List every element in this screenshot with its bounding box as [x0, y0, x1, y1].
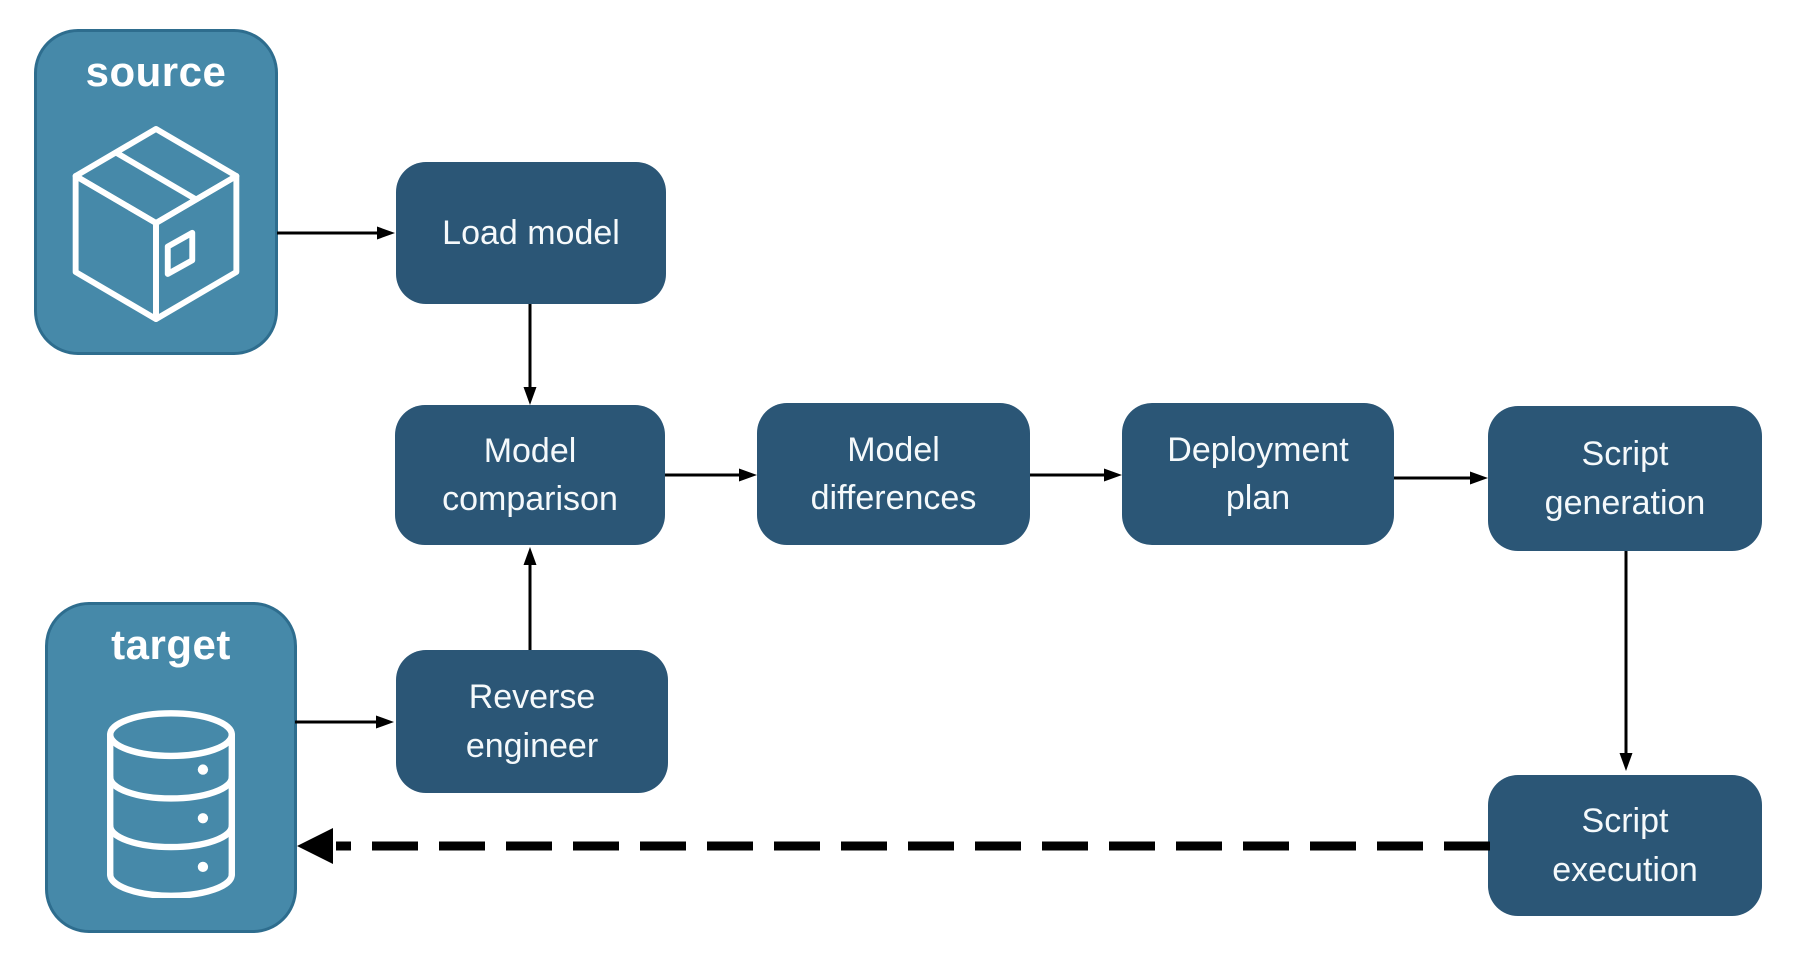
arrow-script-execution-to-target-dashed	[297, 828, 1490, 864]
arrow-source-to-load-model	[277, 226, 395, 240]
node-label: Script execution	[1552, 802, 1698, 889]
node-label: Script generation	[1544, 435, 1706, 522]
arrow-target-to-reverse-engineer	[295, 715, 394, 729]
node-label: Deployment plan	[1167, 430, 1349, 517]
source-endpoint: source	[34, 29, 278, 355]
node-label: Model comparison	[442, 431, 618, 518]
arrow-load-model-to-model-comparison	[523, 304, 537, 405]
node-load-model: Load model	[396, 162, 666, 304]
target-label: target	[111, 621, 231, 668]
package-icon-svg	[72, 126, 240, 322]
node-label: Load model	[442, 213, 620, 252]
database-icon-svg	[107, 709, 235, 898]
database-icon	[48, 669, 294, 930]
node-script-generation: Script generation	[1488, 406, 1762, 551]
arrow-script-generation-to-script-execution	[1619, 551, 1633, 771]
node-deployment-plan: Deployment plan	[1122, 403, 1394, 545]
target-endpoint: target	[45, 602, 297, 933]
node-model-comparison: Model comparison	[395, 405, 665, 545]
arrow-model-differences-to-deployment-plan	[1030, 468, 1122, 482]
arrow-deployment-plan-to-script-generation	[1394, 471, 1488, 485]
arrow-reverse-engineer-to-model-comparison	[523, 547, 537, 650]
node-model-differences: Model differences	[757, 403, 1030, 545]
node-script-execution: Script execution	[1488, 775, 1762, 916]
node-label: Model differences	[810, 430, 977, 517]
package-icon	[37, 96, 275, 352]
arrow-model-comparison-to-model-differences	[665, 468, 757, 482]
node-label: Reverse engineer	[465, 678, 599, 765]
node-reverse-engineer: Reverse engineer	[396, 650, 668, 793]
source-label: source	[85, 48, 227, 95]
